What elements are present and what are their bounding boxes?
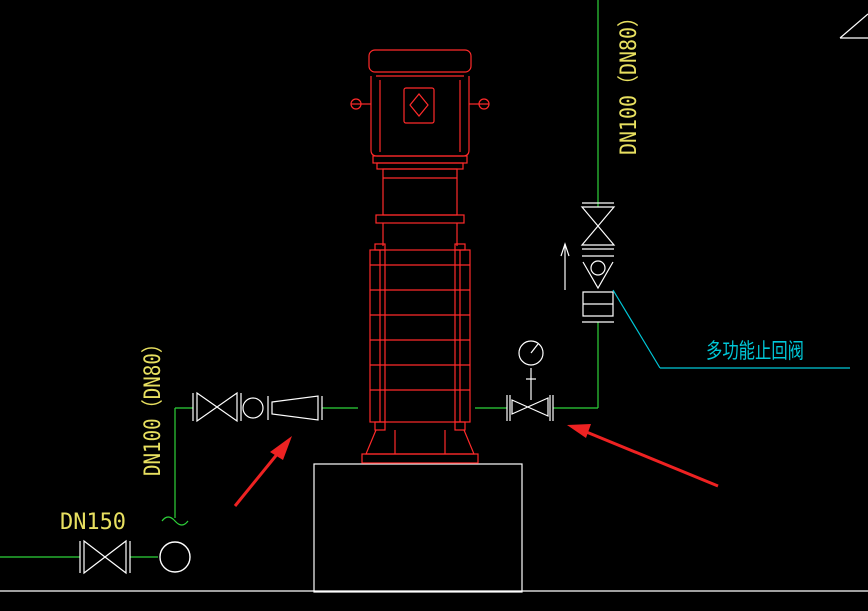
vertical-multistage-pump[interactable] bbox=[350, 49, 490, 464]
annotation-arrow-left bbox=[233, 436, 292, 507]
pipe-break-symbol bbox=[161, 516, 189, 526]
right-riser-size-label: DN100（DN80） bbox=[617, 7, 642, 155]
main-line-size-label: DN150 bbox=[60, 510, 126, 535]
multifunction-check-valve[interactable] bbox=[582, 255, 614, 323]
callout-leader bbox=[612, 289, 850, 369]
pump-foundation bbox=[313, 463, 523, 593]
flow-direction-arrow-icon bbox=[560, 242, 570, 290]
main-line-riser-circle[interactable] bbox=[159, 541, 191, 573]
pipe-network bbox=[0, 0, 599, 558]
left-riser-size-label: DN100（DN80） bbox=[141, 334, 166, 476]
annotation-arrow-right bbox=[567, 424, 719, 488]
corner-fragment bbox=[839, 13, 868, 39]
suction-gate-valve[interactable] bbox=[192, 391, 242, 423]
check-valve-callout-label: 多功能止回阀 bbox=[706, 339, 804, 363]
eccentric-reducer[interactable] bbox=[267, 395, 323, 421]
discharge-check-valve[interactable] bbox=[506, 395, 554, 421]
gate-valve-riser[interactable] bbox=[580, 202, 616, 250]
suction-strainer[interactable] bbox=[242, 397, 264, 419]
pressure-gauge-icon[interactable] bbox=[518, 340, 544, 400]
main-line-gate-valve[interactable] bbox=[79, 539, 131, 575]
